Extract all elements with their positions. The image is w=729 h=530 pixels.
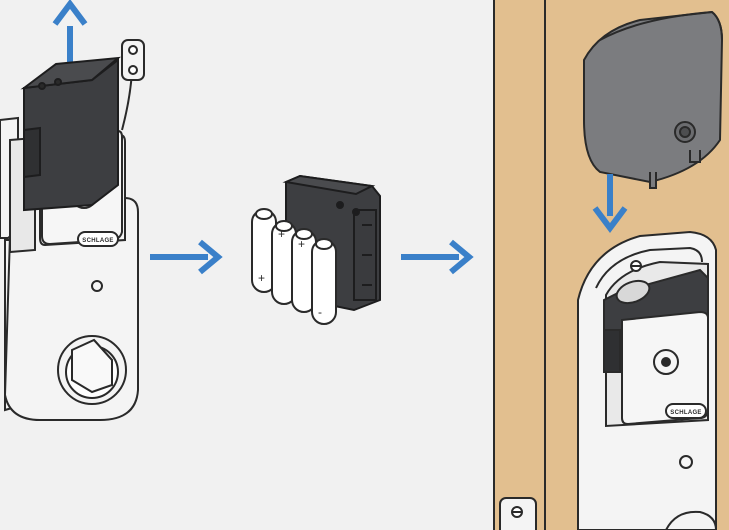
battery-icon: - [312, 239, 336, 324]
step1-remove-battery-pack: SCHLAGE [0, 4, 144, 420]
keyhole-icon [680, 456, 692, 468]
up-arrow-icon [55, 4, 85, 70]
wire-connector [122, 40, 144, 130]
thumbturn-knob [58, 336, 126, 404]
strike-plate [500, 498, 536, 530]
arrow-right-icon [401, 242, 469, 272]
svg-text:-: - [318, 305, 322, 319]
brand-label: SCHLAGE [82, 238, 113, 244]
brand-badge: SCHLAGE [666, 404, 706, 418]
step2-replace-batteries: + + + - [252, 176, 380, 324]
arrow-right-icon [150, 242, 218, 272]
keyhole-icon [92, 281, 102, 291]
svg-text:+: + [298, 237, 305, 251]
brand-label: SCHLAGE [670, 410, 701, 416]
brand-badge: SCHLAGE [78, 232, 118, 246]
svg-text:+: + [278, 227, 285, 241]
step3-reinstall-cover: SCHLAGE [494, 0, 729, 530]
svg-text:+: + [258, 271, 265, 285]
lock-interior [578, 232, 716, 530]
battery-pack-dark [24, 58, 118, 210]
